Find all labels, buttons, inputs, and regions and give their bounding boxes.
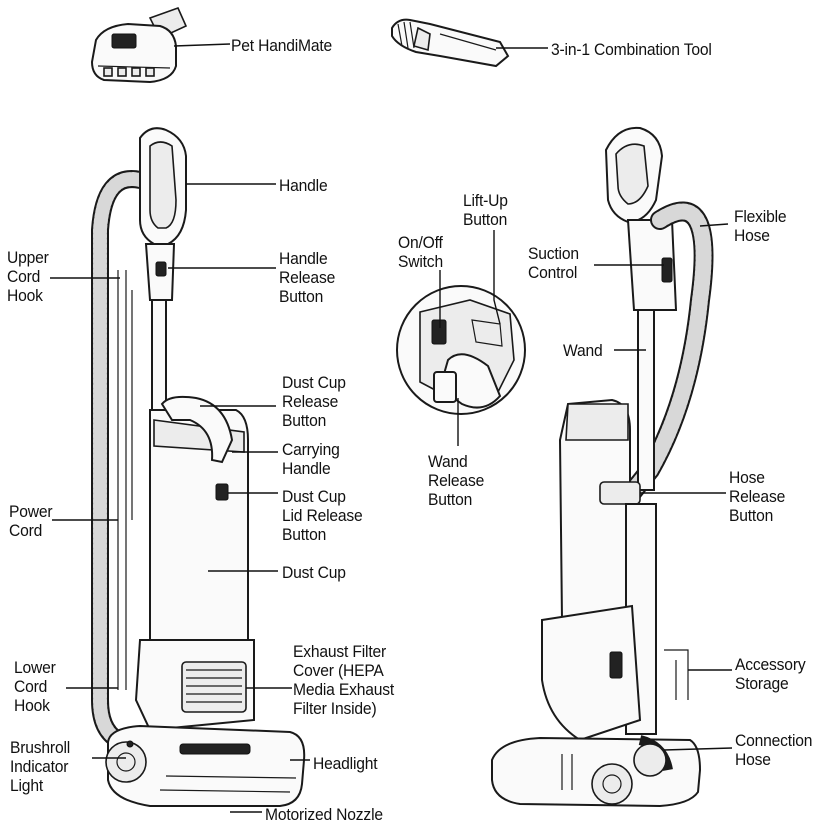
label-connection-hose: Connection Hose bbox=[735, 731, 813, 769]
pet-handimate-illustration bbox=[90, 6, 188, 84]
front-vacuum-illustration bbox=[91, 127, 306, 807]
label-suction-control: Suction Control bbox=[528, 244, 579, 282]
label-accessory-storage: Accessory Storage bbox=[735, 655, 806, 693]
leader-lines bbox=[50, 43, 733, 813]
label-upper-cord-hook: Upper Cord Hook bbox=[7, 248, 49, 305]
label-wand: Wand bbox=[563, 341, 603, 360]
label-wand-release-button: Wand Release Button bbox=[428, 452, 485, 509]
label-headlight: Headlight bbox=[313, 754, 378, 773]
label-motorized-nozzle: Motorized Nozzle bbox=[265, 805, 383, 824]
label-brushroll-indicator-light: Brushroll Indicator Light bbox=[10, 738, 71, 795]
label-dust-cup-release-button: Dust Cup Release Button bbox=[282, 373, 346, 430]
label-carrying-handle: Carrying Handle bbox=[282, 440, 340, 478]
label-dust-cup-lid-release-button: Dust Cup Lid Release Button bbox=[282, 487, 363, 544]
label-exhaust-filter-cover: Exhaust Filter Cover (HEPA Media Exhaust… bbox=[293, 642, 395, 718]
label-on-off-switch: On/Off Switch bbox=[398, 233, 443, 271]
label-power-cord: Power Cord bbox=[9, 502, 53, 540]
detail-view-illustration bbox=[396, 285, 526, 415]
label-handle-release-button: Handle Release Button bbox=[279, 249, 336, 306]
label-flexible-hose: Flexible Hose bbox=[734, 207, 787, 245]
label-dust-cup: Dust Cup bbox=[282, 563, 346, 582]
combination-tool-illustration bbox=[391, 18, 510, 68]
label-handle: Handle bbox=[279, 176, 328, 195]
label-combination-tool: 3-in-1 Combination Tool bbox=[551, 40, 712, 59]
label-lower-cord-hook: Lower Cord Hook bbox=[14, 658, 56, 715]
back-vacuum-illustration bbox=[491, 126, 714, 808]
label-pet-handimate: Pet HandiMate bbox=[231, 36, 333, 55]
label-hose-release-button: Hose Release Button bbox=[729, 468, 786, 525]
label-lift-up-button: Lift-Up Button bbox=[463, 191, 508, 229]
